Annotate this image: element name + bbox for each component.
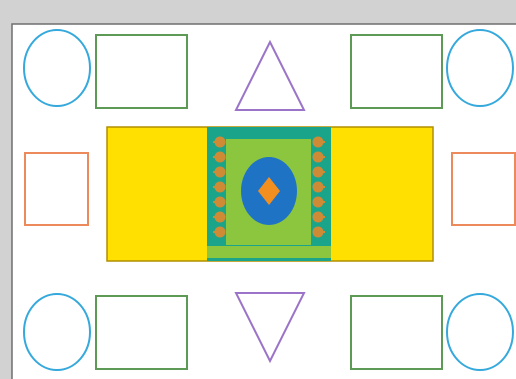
rug-tassel-right: [313, 197, 324, 208]
rug-tassel-right: [313, 212, 324, 223]
rug-bottom-band: [207, 246, 331, 258]
rug-tassel-left: [215, 182, 226, 193]
rug-tassel-right: [313, 137, 324, 148]
rug-tassel-left: [215, 152, 226, 163]
center-table: [107, 127, 433, 261]
rug-tassel-left: [215, 137, 226, 148]
rug-tassel-left: [215, 227, 226, 238]
rug-tassel-right: [313, 227, 324, 238]
rug-tassel-left: [215, 197, 226, 208]
rug-tassel-left: [215, 167, 226, 178]
rug-tassel-left: [215, 212, 226, 223]
rug-tassel-right: [313, 152, 324, 163]
rug-tassel-right: [313, 167, 324, 178]
rug-tassel-right: [313, 182, 324, 193]
